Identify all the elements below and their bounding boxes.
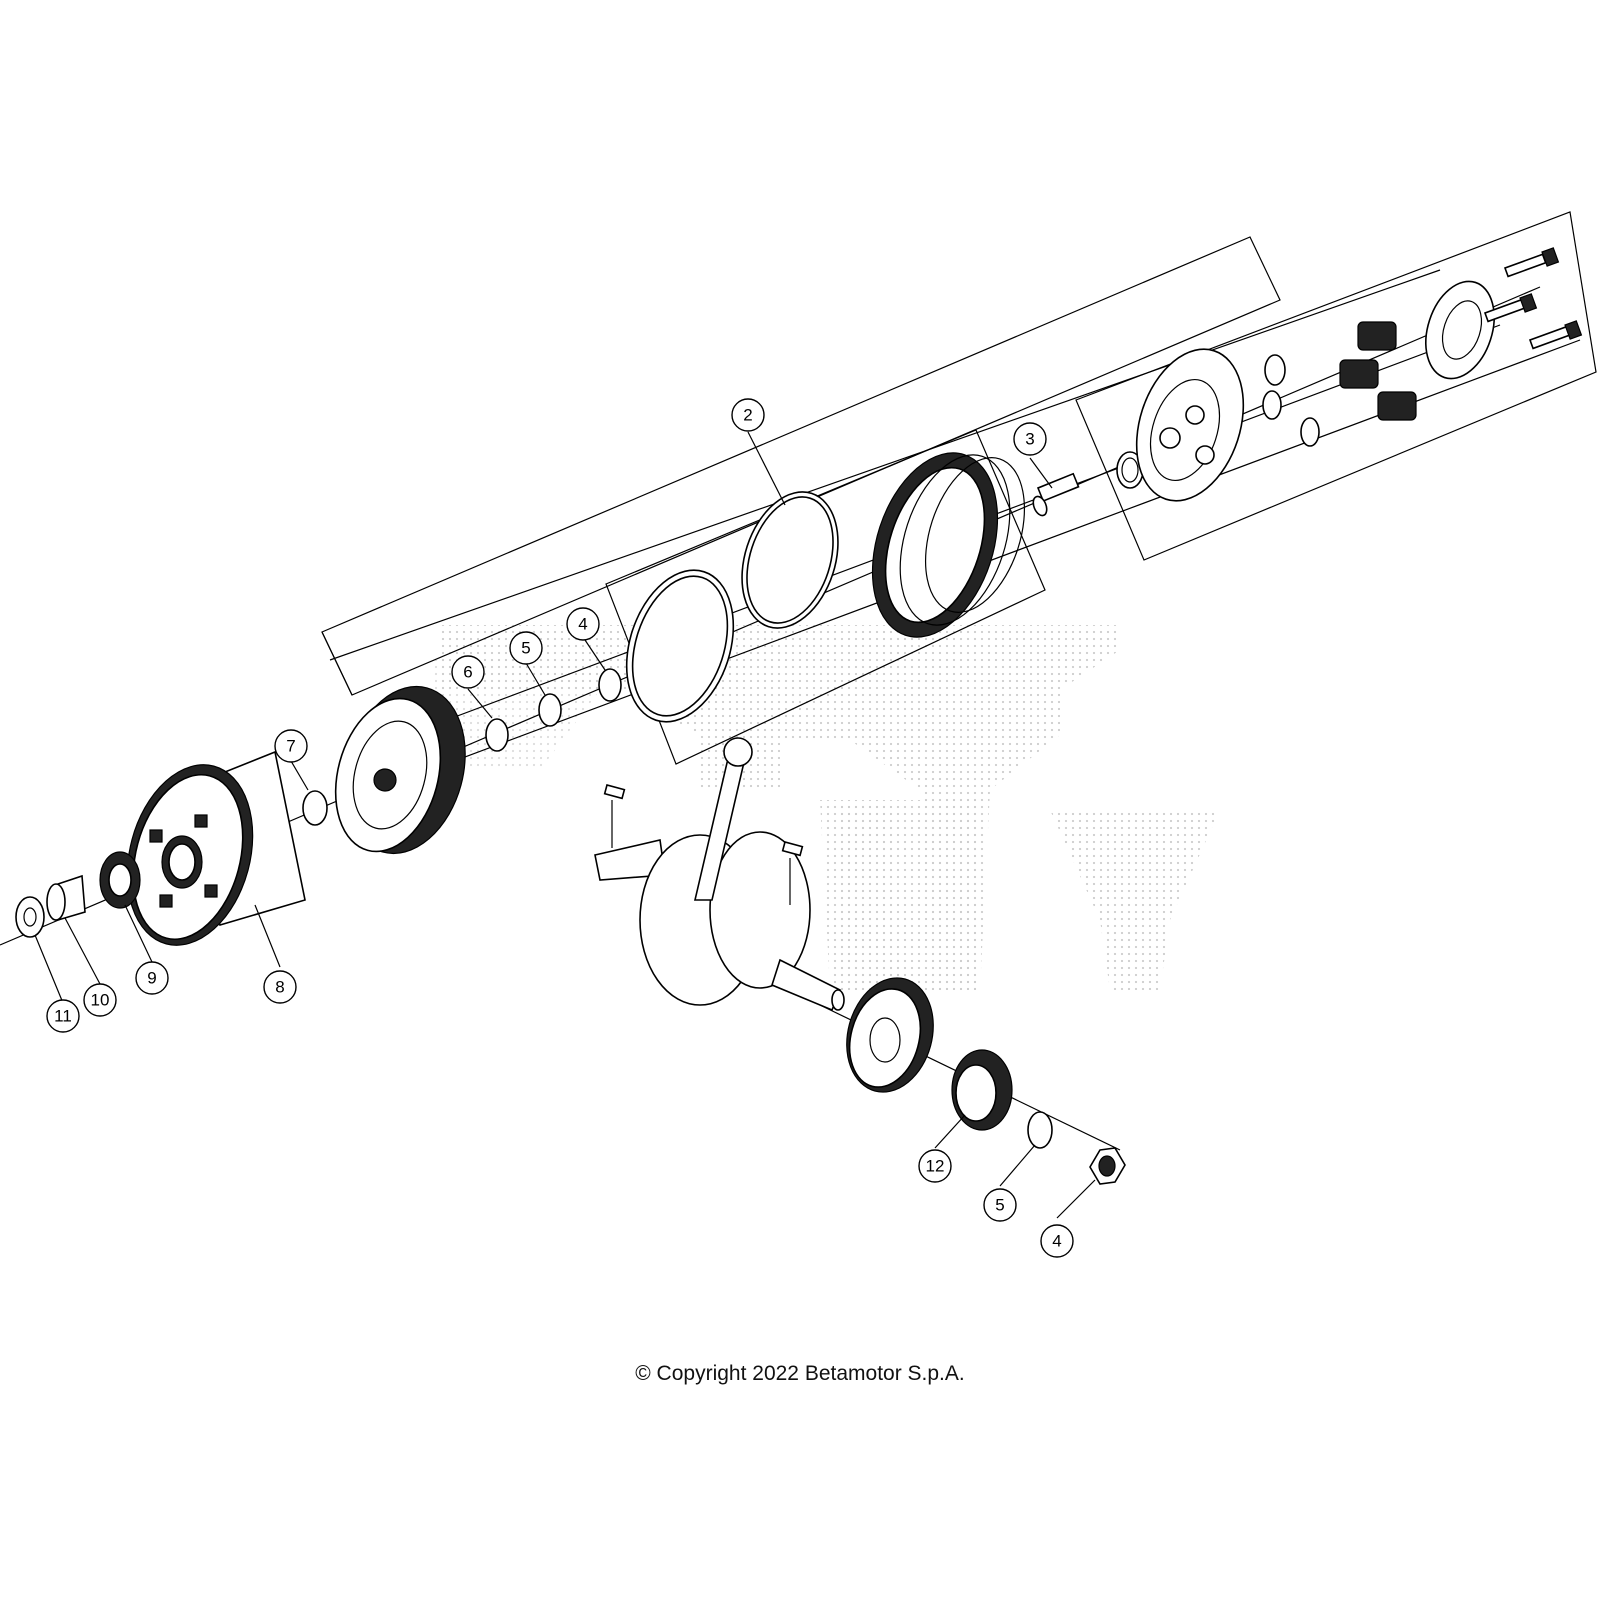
- callout-8: 8: [263, 970, 297, 1004]
- callout-5-label: 5: [521, 639, 530, 658]
- callout-5: 5: [509, 631, 543, 665]
- callout-2: 2: [731, 398, 765, 432]
- callout-5-lower-label: 5: [995, 1196, 1004, 1215]
- callout-12: 12: [918, 1149, 952, 1183]
- callout-4: 4: [566, 607, 600, 641]
- callout-10-label: 10: [91, 991, 110, 1010]
- clutch-friction-plates: [625, 452, 1026, 723]
- needle-bearing-bushing-washer: [15, 851, 141, 938]
- callout-3: 3: [1013, 422, 1047, 456]
- pressure-plate-frame: [1075, 211, 1597, 561]
- callout-6: 6: [451, 655, 485, 689]
- callout-5-lower: 5: [983, 1188, 1017, 1222]
- balancer-drive-gear: [951, 1049, 1126, 1185]
- crankshaft: [594, 737, 845, 1012]
- callout-7: 7: [274, 729, 308, 763]
- callout-leaders: [34, 431, 1096, 1219]
- callout-11: 11: [46, 999, 80, 1033]
- callout-8-label: 8: [275, 978, 284, 997]
- inner-clutch-hub: [334, 685, 466, 855]
- primary-drive-gear: [846, 977, 934, 1093]
- washers-and-nut: [302, 668, 622, 826]
- callout-11-label: 11: [54, 1007, 72, 1026]
- callout-9: 9: [135, 961, 169, 995]
- callout-4-label: 4: [578, 615, 587, 634]
- callout-7-label: 7: [286, 737, 295, 756]
- callout-9-label: 9: [147, 969, 156, 988]
- callout-3-label: 3: [1025, 430, 1034, 449]
- pressure-plate-assembly: [1116, 247, 1583, 502]
- callout-4-lower-label: 4: [1052, 1232, 1061, 1251]
- callout-10: 10: [83, 983, 117, 1017]
- copyright-notice: © Copyright 2022 Betamotor S.p.A.: [635, 1362, 965, 1385]
- callout-2-label: 2: [743, 406, 752, 425]
- clutch-pushrod-bolt: [1032, 472, 1080, 517]
- clutch-basket: [126, 750, 306, 946]
- watermark: [430, 625, 1220, 990]
- assembly-frames: [321, 211, 1597, 765]
- callout-4-lower: 4: [1040, 1224, 1074, 1258]
- callout-6-label: 6: [463, 663, 472, 682]
- callout-12-label: 12: [926, 1157, 945, 1176]
